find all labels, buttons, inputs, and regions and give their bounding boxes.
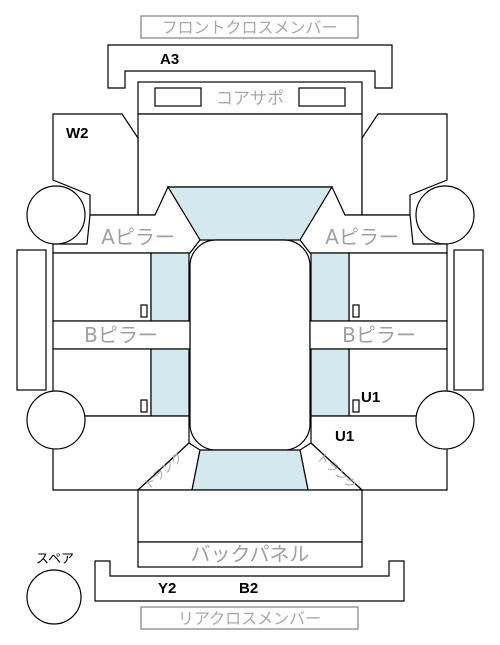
b-pillar-left[interactable] [52, 320, 191, 350]
right-front-door-handle [352, 304, 360, 318]
front-cross-member-box[interactable] [140, 15, 359, 39]
code-u1-b: U1 [335, 428, 354, 445]
code-a3: A3 [160, 51, 179, 68]
code-b2: B2 [239, 580, 258, 597]
a-pillar-right[interactable] [299, 185, 448, 254]
left-front-door[interactable] [52, 252, 152, 322]
code-u1-a: U1 [361, 389, 380, 406]
rear-cross-member-label: リアクロスメンバー [178, 609, 321, 628]
b-pillar-right[interactable] [309, 320, 448, 350]
a-pillar-left-label: Aピラー [101, 225, 175, 249]
left-rear-door-handle [140, 399, 148, 413]
core-support-right-slot [298, 87, 346, 107]
right-rear-door-handle [352, 399, 360, 413]
rear-cross-member[interactable] [94, 560, 405, 602]
back-panel[interactable] [137, 541, 363, 568]
rear-cross-member-box[interactable] [140, 606, 359, 630]
left-rear-window[interactable] [150, 348, 190, 417]
spare-label: スペア [36, 552, 74, 567]
left-side-sill[interactable] [16, 249, 47, 391]
right-front-window[interactable] [310, 252, 350, 322]
right-rear-window[interactable] [310, 348, 350, 417]
roof[interactable] [189, 239, 311, 451]
left-front-door-handle [140, 304, 148, 318]
code-y2: Y2 [158, 580, 176, 597]
core-support-label: コアサポ [216, 89, 284, 109]
b-pillar-left-label: Bピラー [84, 323, 158, 347]
right-side-sill[interactable] [453, 249, 484, 391]
rear-window[interactable] [191, 449, 309, 491]
front-right-wheel[interactable] [415, 185, 475, 245]
front-left-wheel[interactable] [26, 185, 86, 245]
code-w2: W2 [66, 125, 89, 142]
front-cross-member[interactable] [107, 44, 393, 89]
right-front-door[interactable] [348, 252, 448, 322]
a-pillar-right-label: Aピラー [325, 225, 399, 249]
spare-tire[interactable] [26, 569, 82, 625]
rear-left-wheel[interactable] [26, 390, 86, 450]
front-cross-member-label: フロントクロスメンバー [161, 18, 337, 37]
back-panel-label: バックパネル [191, 542, 310, 566]
left-front-window[interactable] [150, 252, 190, 322]
a-pillar-left[interactable] [52, 185, 201, 254]
b-pillar-right-label: Bピラー [342, 323, 416, 347]
trunk-lid[interactable] [137, 489, 363, 543]
rear-right-wheel[interactable] [415, 390, 475, 450]
core-support-left-slot [154, 87, 202, 107]
